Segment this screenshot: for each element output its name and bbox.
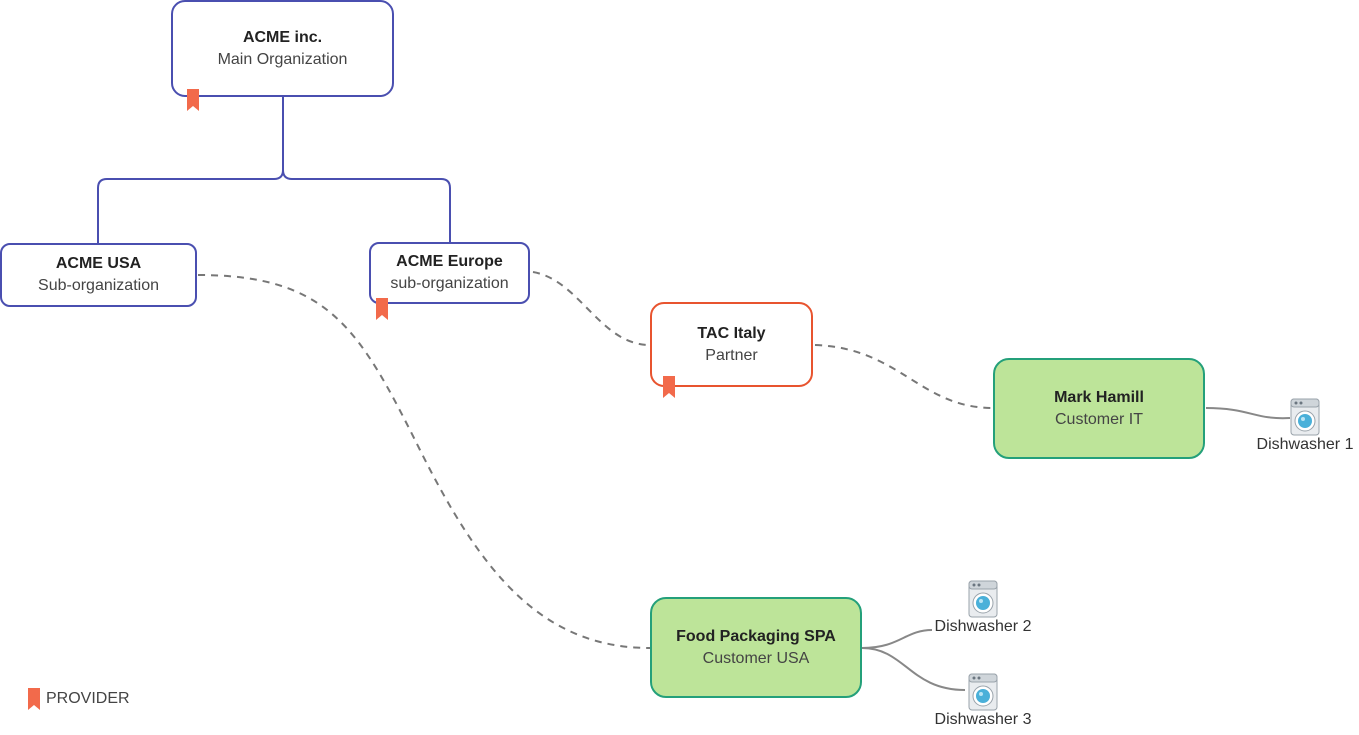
device-label: Dishwasher 3 <box>934 711 1032 728</box>
node-subtitle: Customer IT <box>1054 410 1143 428</box>
node-mark-hamill[interactable]: Mark Hamill Customer IT <box>993 358 1205 459</box>
device-link-dishwasher-3 <box>861 647 966 691</box>
node-title: ACME USA <box>55 255 142 272</box>
node-subtitle: Customer USA <box>702 649 810 667</box>
node-subtitle: Main Organization <box>217 50 348 68</box>
relation-link-europe-tac-italy <box>532 271 651 346</box>
node-title: ACME Europe <box>396 253 503 270</box>
node-acme-usa[interactable]: ACME USA Sub-organization <box>0 243 197 307</box>
bookmark-icon <box>28 688 40 710</box>
legend-provider-label: PROVIDER <box>46 690 130 707</box>
hierarchy-link-acme-inc-trunk <box>97 97 284 243</box>
node-subtitle: sub-organization <box>390 275 509 292</box>
device-link-dishwasher-2 <box>861 629 933 649</box>
node-subtitle: Sub-organization <box>38 277 159 294</box>
legend-provider: PROVIDER <box>28 688 130 710</box>
node-title: Food Packaging SPA <box>676 627 836 645</box>
node-tac-italy[interactable]: TAC Italy Partner <box>650 302 813 387</box>
dishwasher-icon <box>968 673 998 711</box>
provider-bookmark-icon <box>376 298 388 320</box>
node-acme-europe[interactable]: ACME Europe sub-organization <box>369 242 530 304</box>
node-food-packaging-spa[interactable]: Food Packaging SPA Customer USA <box>650 597 862 698</box>
node-title: Mark Hamill <box>1054 388 1144 406</box>
node-subtitle: Partner <box>705 346 758 364</box>
provider-bookmark-icon <box>187 89 199 111</box>
device-dishwasher-1[interactable]: Dishwasher 1 <box>1250 398 1359 454</box>
hierarchy-link-acme-europe <box>282 169 451 242</box>
dishwasher-icon <box>968 580 998 618</box>
device-label: Dishwasher 1 <box>1256 436 1354 453</box>
node-title: ACME inc. <box>242 28 323 46</box>
relation-link-tac-italy-mark-hamill <box>814 344 994 409</box>
node-acme-inc[interactable]: ACME inc. Main Organization <box>171 0 394 97</box>
provider-bookmark-icon <box>663 376 675 398</box>
device-link-dishwasher-1 <box>1205 407 1291 420</box>
node-title: TAC Italy <box>697 324 766 342</box>
dishwasher-icon <box>1290 398 1320 436</box>
device-dishwasher-2[interactable]: Dishwasher 2 <box>928 580 1038 636</box>
relation-link-usa-food-packaging <box>197 274 651 649</box>
device-dishwasher-3[interactable]: Dishwasher 3 <box>928 673 1038 729</box>
device-label: Dishwasher 2 <box>934 618 1032 635</box>
